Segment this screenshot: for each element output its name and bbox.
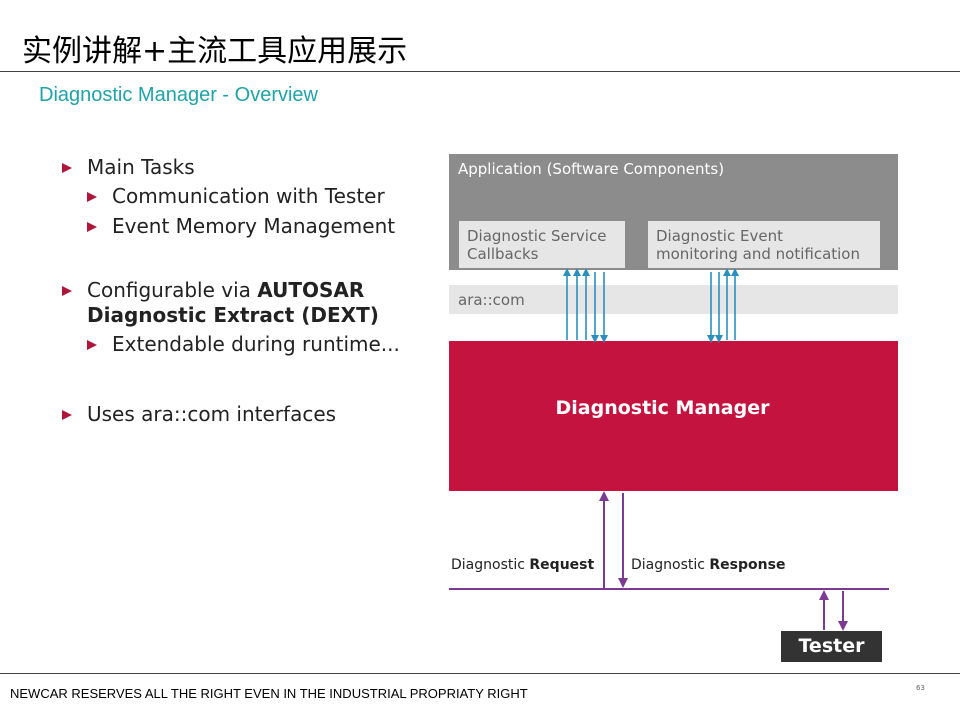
bullet-triangle-icon: [62, 410, 72, 420]
bullet-communication: Communication with Tester: [112, 184, 385, 208]
bullet-configurable: Configurable via AUTOSAR: [87, 278, 364, 302]
event-monitoring-line2: monitoring and notification: [656, 245, 860, 263]
event-monitoring-box: Diagnostic Event monitoring and notifica…: [648, 221, 880, 268]
diagnostic-response-label: Diagnostic Response: [631, 557, 785, 573]
service-callbacks-line1: Diagnostic Service: [467, 227, 607, 245]
application-title: Application (Software Components): [458, 160, 725, 178]
footer-divider: [0, 673, 960, 674]
aracom-label: ara::com: [458, 291, 525, 309]
bullet-configurable-dext: Diagnostic Extract (DEXT): [87, 303, 379, 327]
bullet-main-tasks: Main Tasks: [87, 155, 195, 179]
page-number: 63: [916, 684, 925, 692]
diagnostic-request-label: Diagnostic Request: [451, 557, 594, 573]
bullet-triangle-icon: [87, 222, 97, 232]
bullet-configurable-autosar: AUTOSAR: [257, 278, 365, 302]
request-bold: Request: [529, 557, 595, 573]
service-callbacks-line2: Callbacks: [467, 245, 539, 263]
service-callbacks-box: Diagnostic Service Callbacks: [459, 221, 625, 268]
request-prefix: Diagnostic: [451, 557, 530, 573]
diagnostic-manager-label: Diagnostic Manager: [555, 397, 770, 419]
aracom-layer: [449, 285, 898, 314]
bullet-triangle-icon: [87, 192, 97, 202]
bullet-event-memory: Event Memory Management: [112, 214, 396, 238]
bullet-dext-text: Diagnostic Extract (DEXT): [87, 303, 379, 327]
tester-block: Tester: [781, 631, 882, 662]
bullet-triangle-icon: [62, 286, 72, 296]
section-subtitle: Diagnostic Manager - Overview: [39, 84, 318, 106]
slide-title: 实例讲解+主流工具应用展示: [22, 34, 408, 69]
bullet-configurable-text: Configurable via: [87, 278, 258, 302]
title-divider: [0, 71, 960, 72]
footer-text: NEWCAR RESERVES ALL THE RIGHT EVEN IN TH…: [10, 686, 528, 701]
bullet-triangle-icon: [87, 340, 97, 350]
bullet-extendable: Extendable during runtime...: [112, 332, 400, 356]
bullet-uses-aracom: Uses ara::com interfaces: [87, 402, 337, 426]
response-prefix: Diagnostic: [631, 557, 710, 573]
event-monitoring-line1: Diagnostic Event: [656, 227, 783, 245]
bullet-triangle-icon: [62, 163, 72, 173]
diagnostic-manager-block: [449, 341, 898, 491]
response-bold: Response: [709, 557, 786, 573]
